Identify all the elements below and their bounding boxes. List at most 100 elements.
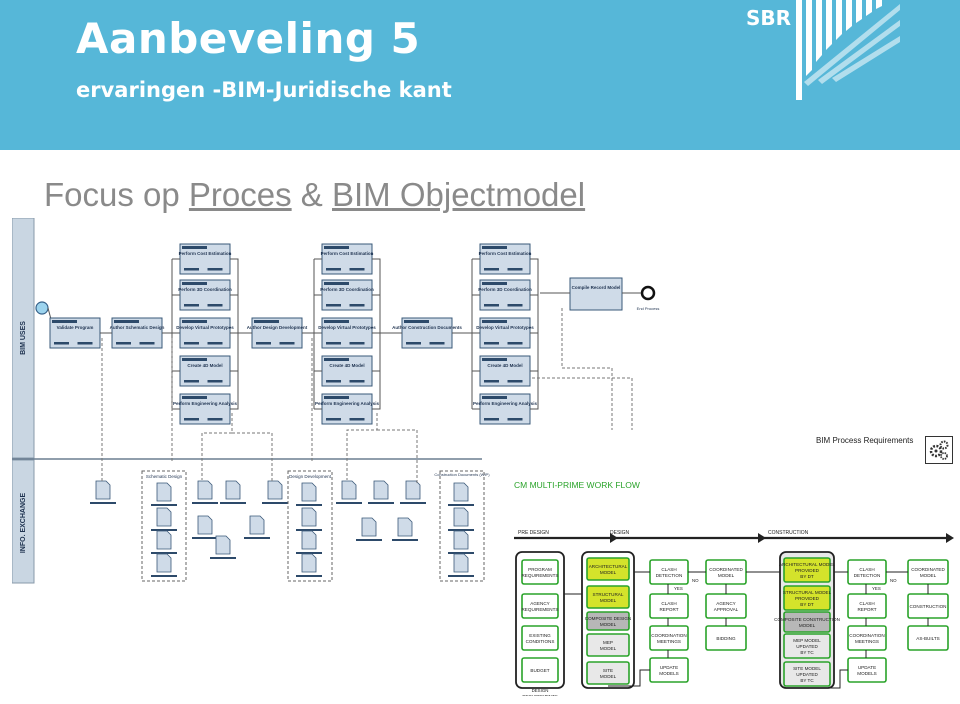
construction-final-2-text: AS-BUILTS xyxy=(916,636,939,641)
construction-final-0-text: COORDINATED xyxy=(911,567,945,572)
pre-design-item-3 xyxy=(521,657,559,683)
document-icon xyxy=(453,530,469,550)
document-icon xyxy=(361,517,377,537)
author-construction-documents-label: Author Construction Documents xyxy=(392,325,462,330)
design-model-2-text: MODEL xyxy=(600,622,617,627)
design-yes-label: YES xyxy=(674,586,683,591)
phase-arrowhead xyxy=(946,533,954,543)
construction-no-label: NO xyxy=(890,578,897,583)
end-node xyxy=(640,285,656,301)
col0-perform-engineering-analysis-label: Perform Engineering Analysis xyxy=(173,401,238,406)
construction-check-1 xyxy=(847,593,887,619)
construction-model-0-text: ARCHITECTURAL MODEL xyxy=(779,562,835,567)
document-icon xyxy=(301,482,317,502)
pre-design-item-2-text: EXISTING xyxy=(529,633,551,638)
col2-create-4d-model-label: Create 4D Model xyxy=(487,363,522,368)
design-model-2-text: COMPOSITE DESIGN xyxy=(585,616,631,621)
design-requirements-label: DESIGN xyxy=(532,688,549,693)
page-subtitle: ervaringen -BIM-Juridische kant xyxy=(76,78,452,102)
design-model-3-text: MODEL xyxy=(600,646,617,651)
construction-model-3-text: BY TC xyxy=(800,650,814,655)
phase-label-0: PRE DESIGN xyxy=(518,530,549,536)
phase-label-2: CONSTRUCTION xyxy=(768,530,809,536)
document-icon xyxy=(156,507,172,527)
design-approval-1-text: AGENCY xyxy=(716,601,735,606)
construction-model-0-text: BY DT xyxy=(800,574,814,579)
bim-process-map: BIM USES INFO. EXCHANGE Validate Program… xyxy=(12,218,668,584)
construction-model-1-text: PROVIDED xyxy=(795,596,820,601)
construction-model-1-text: STRUCTURAL MODEL xyxy=(783,590,832,595)
construction-documents-group xyxy=(439,470,485,582)
design-development-label: Design Development xyxy=(289,474,332,479)
pre-design-item-0 xyxy=(521,559,559,585)
design-model-1-text: MODEL xyxy=(600,598,617,603)
construction-model-3-text: UPDATED xyxy=(796,644,818,649)
sbr-logo-text: SBR xyxy=(746,6,792,30)
construction-check-3-text: UPDATE xyxy=(858,665,876,670)
construction-check-0 xyxy=(847,559,887,585)
compile-record-model-box xyxy=(569,277,623,311)
construction-check-2-text: COORDINATION xyxy=(849,633,884,638)
col2-perform-engineering-analysis-label: Perform Engineering Analysis xyxy=(473,401,538,406)
design-check-2 xyxy=(649,625,689,651)
design-approval-1-text: APPROVAL xyxy=(714,607,739,612)
construction-model-2 xyxy=(783,611,831,633)
construction-check-3-text: MODELS xyxy=(857,671,876,676)
link-bim-objectmodel[interactable]: BIM Objectmodel xyxy=(332,176,586,213)
design-check-0-text: DETECTION xyxy=(656,573,683,578)
construction-yes-label: YES xyxy=(872,586,881,591)
design-model-0-text: ARCHITECTURAL xyxy=(589,564,628,569)
author-design-development-label: Author Design Development xyxy=(247,325,308,330)
document-icon xyxy=(405,480,421,500)
col0-perform-cost-estimation-label: Perform Cost Estimation xyxy=(179,251,232,256)
design-check-1 xyxy=(649,593,689,619)
sbr-logo-icon xyxy=(796,0,900,100)
design-approval-0-text: COORDINATED xyxy=(709,567,743,572)
start-node xyxy=(35,301,49,315)
bim-process-requirements-label: BIM Process Requirements xyxy=(816,436,914,445)
author-schematic-design-label: Author Schematic Design xyxy=(110,325,165,330)
construction-check-2 xyxy=(847,625,887,651)
document-icon xyxy=(397,517,413,537)
cm-workflow-diagram: CM MULTI-PRIME WORK FLOW PRE DESIGN DESIG… xyxy=(514,480,954,696)
pre-design-item-1-text: AGENCY xyxy=(530,601,549,606)
design-check-0-text: CLASH xyxy=(661,567,676,572)
construction-model-0 xyxy=(783,557,831,583)
pre-design-item-3-text: BUDGET xyxy=(530,668,549,673)
construction-check-0-text: CLASH xyxy=(859,567,874,572)
header-banner: Aanbeveling 5 ervaringen -BIM-Juridische… xyxy=(0,0,960,150)
design-check-2-text: COORDINATION xyxy=(651,633,686,638)
design-no-label: NO xyxy=(692,578,699,583)
phase-label-1: DESIGN xyxy=(610,530,630,536)
schematic-design-label: Schematic Design xyxy=(146,474,183,479)
col1-create-4d-model-label: Create 4D Model xyxy=(329,363,364,368)
design-check-0 xyxy=(649,559,689,585)
workflow-title: CM MULTI-PRIME WORK FLOW xyxy=(514,480,640,490)
design-check-3-text: MODELS xyxy=(659,671,678,676)
document-icon xyxy=(225,480,241,500)
design-model-4 xyxy=(586,661,630,685)
document-icon xyxy=(453,482,469,502)
design-approval-1 xyxy=(705,593,747,619)
col1-perform-engineering-analysis-label: Perform Engineering Analysis xyxy=(315,401,380,406)
col0-develop-virtual-prototypes-label: Develop Virtual Prototypes xyxy=(176,325,234,330)
design-check-3 xyxy=(649,657,689,683)
col0-create-4d-model-label: Create 4D Model xyxy=(187,363,222,368)
construction-check-2-text: MEETINGS xyxy=(855,639,879,644)
col1-develop-virtual-prototypes-label: Develop Virtual Prototypes xyxy=(318,325,376,330)
page-title: Aanbeveling 5 xyxy=(76,14,421,63)
pre-design-item-1-text: REQUIREMENTS xyxy=(521,607,558,612)
pre-design-column xyxy=(515,551,565,689)
col0-perform-3d-coordination-label: Perform 3D Coordination xyxy=(178,287,232,292)
design-model-3-text: MEP xyxy=(603,640,613,645)
document-icon xyxy=(301,553,317,573)
col2-develop-virtual-prototypes-label: Develop Virtual Prototypes xyxy=(476,325,534,330)
construction-documents-label: Construction Documents (WIP) xyxy=(434,472,490,477)
design-check-1-text: REPORT xyxy=(659,607,678,612)
design-check-3-text: UPDATE xyxy=(660,665,678,670)
document-icon xyxy=(156,553,172,573)
construction-model-4 xyxy=(783,661,831,687)
construction-final-0-text: MODEL xyxy=(920,573,937,578)
design-model-4-text: SITE xyxy=(603,668,613,673)
link-proces[interactable]: Proces xyxy=(188,176,292,213)
